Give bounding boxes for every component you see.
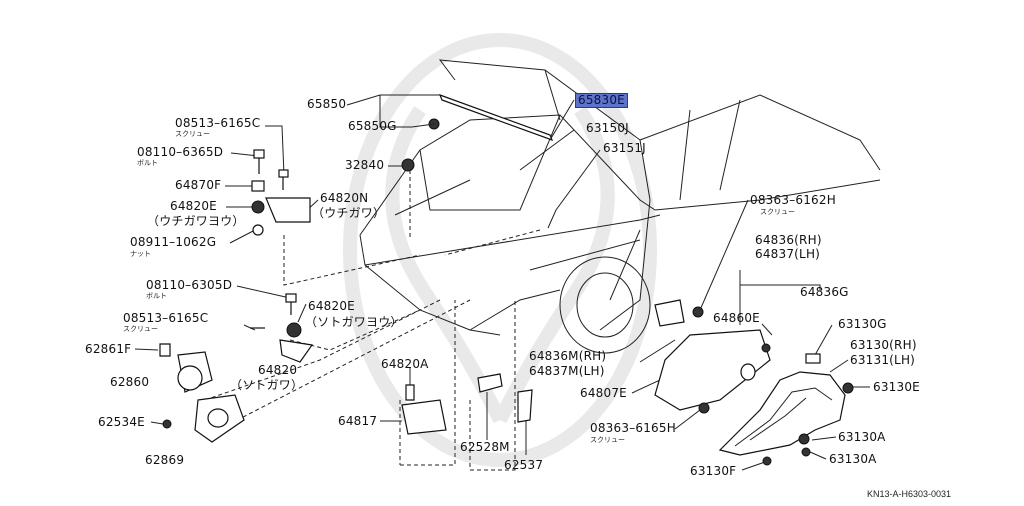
label-64820e-lower: 64820E (308, 299, 355, 313)
label-64837: 64837(LH) (755, 247, 821, 261)
sublabel-inner-b: （ウチガワ） (312, 206, 386, 220)
label-64870f: 64870F (175, 178, 222, 192)
label-62861f: 62861F (85, 342, 132, 356)
label-65850g: 65850G (348, 119, 397, 133)
label-62537: 62537 (504, 458, 544, 472)
hinge-hardware-lower (159, 293, 314, 443)
hood-stay (428, 93, 554, 142)
label-63130a-upper: 63130A (838, 430, 886, 444)
label-64836g: 64836G (800, 285, 849, 299)
fender-liner (718, 353, 854, 466)
sublabel-nut: ナット (130, 250, 151, 258)
label-08513-6165c-upper: 08513–6165C (175, 116, 261, 130)
assembly-dashed-lines (204, 170, 541, 471)
label-62528m: 62528M (460, 440, 510, 454)
label-62860: 62860 (110, 375, 150, 389)
sublabel-inner-a: （ウチガワヨウ） (147, 214, 245, 228)
label-63130g: 63130G (838, 317, 887, 331)
sublabel-screw-upper-right: スクリュー (760, 208, 795, 216)
hinge-hardware-upper (251, 149, 415, 236)
label-64837m: 64837M(LH) (529, 364, 605, 378)
label-08363-6162h: 08363–6162H (750, 193, 836, 207)
label-62869: 62869 (145, 453, 185, 467)
label-64807e: 64807E (580, 386, 627, 400)
label-64817: 64817 (338, 414, 378, 428)
label-64820n: 64820N (320, 191, 369, 205)
label-63130f: 63130F (690, 464, 737, 478)
sublabel-screw-lower: スクリュー (123, 325, 158, 333)
label-64836: 64836(RH) (755, 233, 822, 247)
label-63150j: 63150J (586, 121, 629, 135)
label-64836m: 64836M(RH) (529, 349, 607, 363)
hood-lock-assembly (401, 373, 533, 435)
sublabel-screw-upper: スクリュー (175, 130, 210, 138)
label-63151j: 63151J (603, 141, 646, 155)
liner-brackets (654, 299, 771, 414)
reference-code: KN13-A-H6303-0031 (867, 489, 952, 499)
label-63130: 63130(RH) (850, 338, 917, 352)
car-body-outline (359, 59, 881, 354)
sublabel-bolt-upper: ボルト (137, 159, 158, 167)
label-63131: 63131(LH) (850, 353, 916, 367)
sublabel-outer-b: （ソトガワ） (230, 378, 304, 392)
label-63130e: 63130E (873, 380, 920, 394)
label-63130a-lower: 63130A (829, 452, 877, 466)
label-08513-6165c-lower: 08513–6165C (123, 311, 209, 325)
sublabel-outer-a: （ソトガワヨウ） (305, 315, 403, 329)
leader-lines (134, 94, 870, 471)
sublabel-screw-lower-right: スクリュー (590, 436, 625, 444)
label-08110-6365d: 08110–6365D (137, 145, 224, 159)
label-64820: 64820 (258, 363, 298, 377)
sublabel-bolt-lower: ボルト (146, 292, 167, 300)
label-62534e: 62534E (98, 415, 145, 429)
label-64860e: 64860E (713, 311, 760, 325)
label-08110-6305d: 08110–6305D (146, 278, 233, 292)
label-64820a: 64820A (381, 357, 429, 371)
label-08911-1062g: 08911–1062G (130, 235, 217, 249)
label-65850: 65850 (307, 97, 347, 111)
label-65830e-highlighted[interactable]: 65830E (575, 93, 628, 108)
label-64820e-upper: 64820E (170, 199, 217, 213)
label-08363-6165h: 08363–6165H (590, 421, 676, 435)
label-32840: 32840 (345, 158, 385, 172)
